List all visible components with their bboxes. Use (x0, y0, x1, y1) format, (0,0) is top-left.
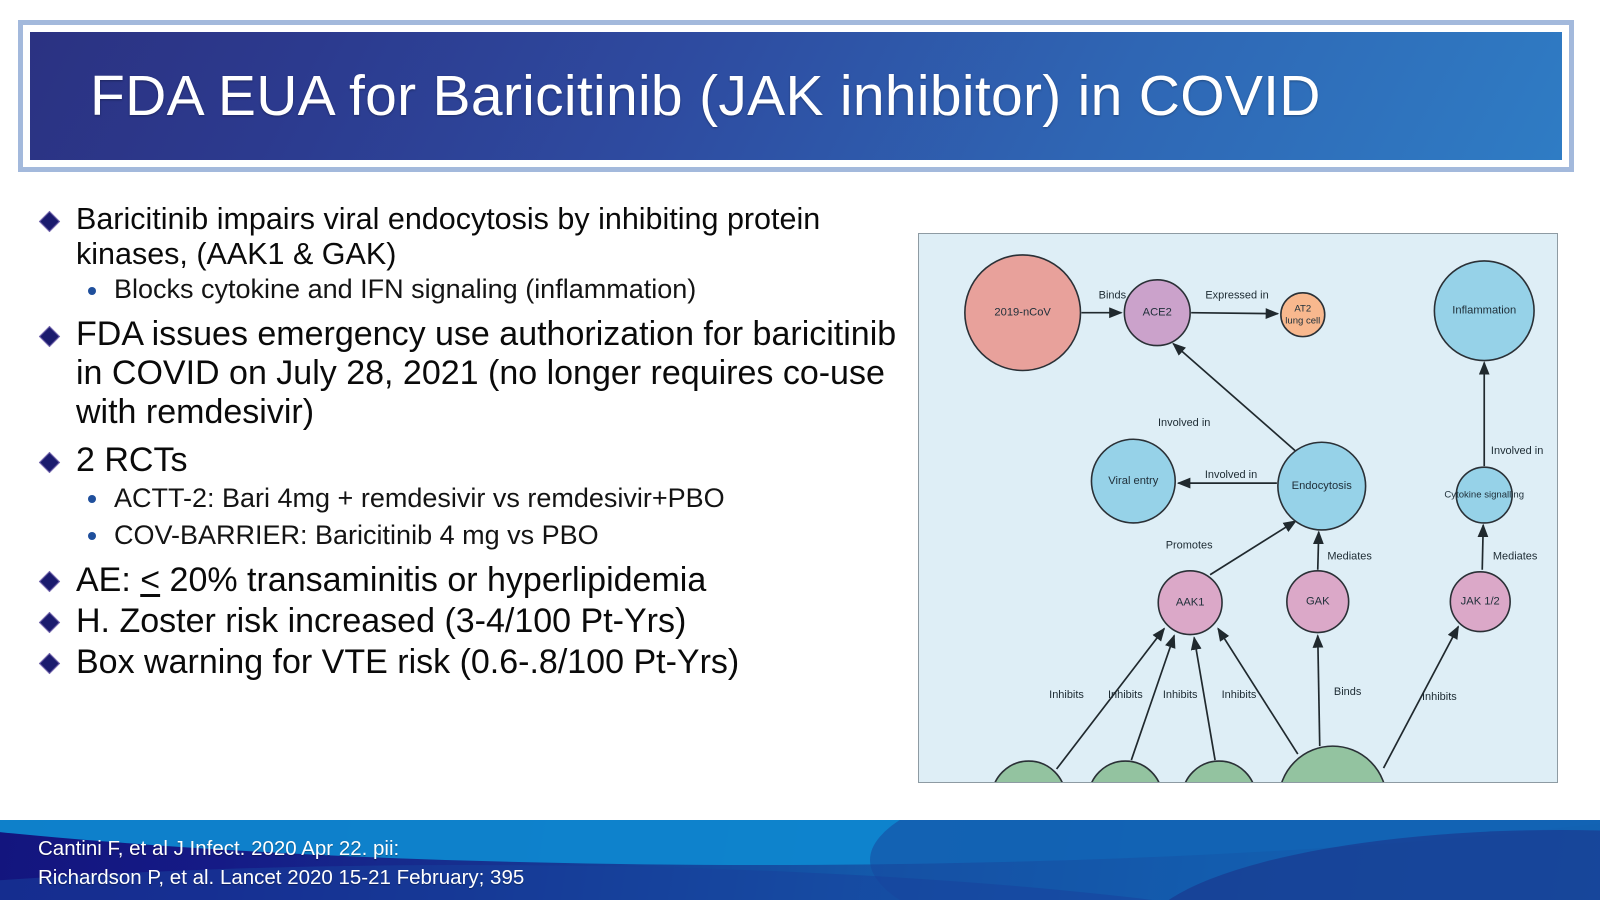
diamond-bullet-icon (38, 325, 61, 347)
bullet-item-level1: AE: < 20% transaminitis or hyperlipidemi… (30, 561, 898, 600)
diagram-node-sunit (1091, 760, 1160, 782)
diagram-edge-label: Inhibits (1163, 689, 1198, 701)
bullet-text: FDA issues emergency use authorization f… (76, 315, 897, 431)
diagram-edge (1190, 636, 1216, 761)
diagram-edge-labels: Binds Expressed in Involved in Involved in P… (1049, 290, 1543, 704)
title-frame: FDA EUA for Baricitinib (JAK inhibitor) … (18, 20, 1574, 172)
diagram-edge (1313, 530, 1324, 570)
diagram-edge (1130, 634, 1176, 761)
dot-bullet-icon (88, 286, 96, 295)
bullet-item-level1: FDA issues emergency use authorization f… (30, 315, 898, 432)
page-title: FDA EUA for Baricitinib (JAK inhibitor) … (90, 64, 1321, 128)
diagram-node-jak (1449, 570, 1511, 633)
diagram-edge-label: Inhibits (1108, 689, 1143, 701)
bullet-text: Baricitinib impairs viral endocytosis by… (76, 202, 821, 271)
diagram-node-barici (1281, 745, 1385, 782)
bullet-text: ACTT-2: Bari 4mg + remdesivir vs remdesi… (114, 482, 725, 513)
bullet-text: H. Zoster risk increased (3-4/100 Pt-Yrs… (76, 601, 687, 640)
bullet-text: Box warning for VTE risk (0.6-.8/100 Pt-… (76, 642, 740, 681)
less-than-or-equal-glyph: < (140, 560, 161, 599)
footer-wave (0, 820, 1600, 900)
dot-bullet-icon (88, 495, 96, 504)
diagram-node-ncov (964, 254, 1082, 372)
diagram-edge-label: Inhibits (1049, 689, 1084, 701)
diagram-node-label: GAK (1306, 596, 1330, 608)
diagram-edge (1382, 625, 1460, 769)
diagram-node-label: AAK1 (1176, 597, 1205, 609)
dot-bullet-icon (88, 532, 96, 541)
diamond-bullet-icon (38, 653, 61, 675)
diagram-edges (1055, 307, 1490, 770)
diagram-edge-label: Inhibits (1422, 691, 1457, 703)
bullet-item-level1: Baricitinib impairs viral endocytosis by… (30, 202, 898, 271)
diagram-edge (1217, 627, 1299, 755)
diagram-edge (1172, 342, 1297, 452)
diagram-edge (1209, 520, 1297, 576)
diagram-node-label: Inflammation (1452, 305, 1516, 317)
diagram-node-label: ACE2 (1143, 307, 1172, 319)
diagram-node-at2 (1280, 291, 1326, 338)
diagram-edge-label: Binds (1099, 290, 1127, 302)
bullet-item-level1: Box warning for VTE risk (0.6-.8/100 Pt-… (30, 643, 898, 682)
bullet-text: COV-BARRIER: Baricitinib 4 mg vs PBO (114, 519, 599, 550)
diagram-edge-label: Promotes (1166, 540, 1213, 552)
diagram-node-label: JAK 1/2 (1461, 596, 1500, 608)
diagram-edge-label: Involved in (1491, 445, 1543, 457)
diagram-node-erlot (1184, 760, 1254, 782)
diagram-edge-label: Expressed in (1205, 290, 1268, 302)
footer-band: Cantini F, et al J Infect. 2020 Apr 22. … (0, 820, 1600, 900)
citation-line-2: Richardson P, et al. Lancet 2020 15-21 F… (38, 866, 525, 890)
bullet-item-level1: 2 RCTs (30, 441, 898, 480)
diagram-node-label: 2019-nCoV (994, 307, 1051, 319)
diamond-bullet-icon (38, 211, 61, 233)
footer-citations: Cantini F, et al J Infect. 2020 Apr 22. … (38, 834, 524, 892)
diagram-edge (1191, 308, 1280, 319)
diagram-edge (1055, 627, 1166, 770)
diagram-node-inflam (1433, 260, 1535, 362)
diagram-node-label: Cytokine signalling (1444, 490, 1524, 501)
diagram-edge-label: Involved in (1205, 469, 1257, 481)
diagram-edge-label: Mediates (1493, 551, 1538, 563)
bullet-item-level1: H. Zoster risk increased (3-4/100 Pt-Yrs… (30, 602, 898, 641)
diamond-bullet-icon (38, 451, 61, 473)
diagram-node-label: Endocytosis (1292, 480, 1353, 492)
diamond-bullet-icon (38, 571, 61, 593)
bullet-list: Baricitinib impairs viral endocytosis by… (30, 202, 898, 683)
diamond-bullet-icon (38, 612, 61, 634)
diagram-edge (1477, 523, 1489, 570)
diagram-edge-label: Binds (1334, 686, 1362, 698)
bullet-text: AE: < 20% transaminitis or hyperlipidemi… (76, 560, 707, 599)
diagram-node-ace2 (1123, 279, 1191, 347)
diagram-node-endo (1277, 441, 1367, 531)
bullet-item-level2: Blocks cytokine and IFN signaling (infla… (30, 273, 898, 306)
diagram-node-aak1 (1157, 569, 1223, 636)
diagram-node-gak (1286, 569, 1350, 634)
title-banner: FDA EUA for Baricitinib (JAK inhibitor) … (30, 32, 1562, 160)
diagram-edge-label: Inhibits (1222, 689, 1257, 701)
diagram-node-viralentry (1090, 438, 1176, 524)
diagram-node-label: Viral entry (1108, 475, 1158, 487)
diagram-node-cytok (1455, 466, 1513, 524)
diagram-edge (1312, 634, 1324, 747)
bullet-text: Blocks cytokine and IFN signaling (infla… (114, 274, 697, 305)
bullet-item-level2: COV-BARRIER: Baricitinib 4 mg vs PBO (30, 519, 898, 552)
diagram-node-fedra (994, 760, 1063, 782)
diagram-edge-label: Involved in (1158, 417, 1210, 429)
bullet-text: 2 RCTs (76, 440, 188, 479)
diagram-edge-label: Mediates (1327, 551, 1372, 563)
citation-line-1: Cantini F, et al J Infect. 2020 Apr 22. … (38, 837, 400, 860)
bullet-item-level2: ACTT-2: Bari 4mg + remdesivir vs remdesi… (30, 482, 898, 515)
